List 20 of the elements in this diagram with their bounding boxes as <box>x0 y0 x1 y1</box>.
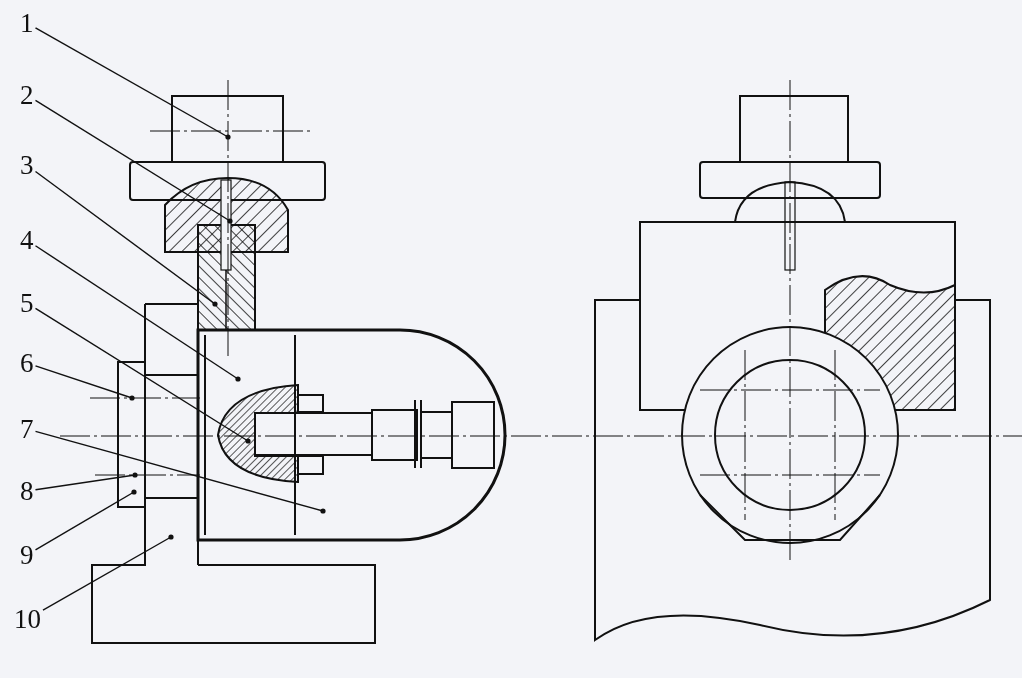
callout-number: 3 <box>20 150 34 180</box>
callout-number: 1 <box>20 8 34 38</box>
callout-number: 8 <box>20 476 34 506</box>
callout-number: 2 <box>20 80 34 110</box>
leader-line <box>34 472 138 491</box>
callout-number: 5 <box>20 288 34 318</box>
callout-number: 9 <box>20 540 34 570</box>
leader-line <box>34 365 135 401</box>
leader-line <box>34 307 251 444</box>
leader-line <box>42 534 174 611</box>
callout-number: 4 <box>20 225 34 255</box>
callout-number: 7 <box>20 414 34 444</box>
callout-number: 10 <box>14 604 41 634</box>
leader-line <box>34 27 231 140</box>
leader-line <box>34 430 326 514</box>
leader-line <box>34 489 137 551</box>
leader-line <box>34 245 241 382</box>
leader-line <box>34 99 233 224</box>
callout-number: 6 <box>20 348 34 378</box>
leader-line <box>34 170 218 307</box>
